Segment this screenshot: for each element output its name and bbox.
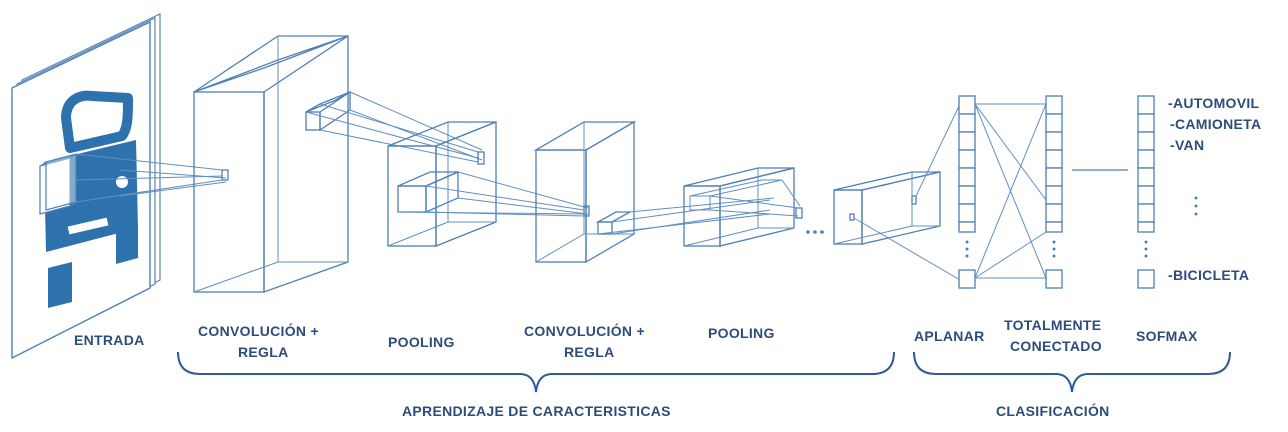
brace-feature-learning — [177, 351, 895, 393]
label-fc-line2: CONECTADO — [1010, 338, 1102, 354]
class-label-camioneta: -CAMIONETA — [1170, 116, 1261, 132]
conv2-to-pool2-lines — [597, 197, 775, 235]
label-entrada: ENTRADA — [74, 332, 145, 348]
label-feature-learning: APRENDIZAJE DE CARACTERISTICAS — [402, 403, 671, 419]
label-pool1: POOLING — [388, 334, 455, 350]
fc-connections — [974, 103, 1047, 279]
label-pool2: POOLING — [708, 325, 775, 341]
fc-column — [1045, 95, 1063, 289]
pool1-to-conv2-lines — [397, 171, 589, 217]
class-label-automovil: -AUTOMOVIL — [1168, 95, 1260, 111]
label-classification: CLASIFICACIÓN — [996, 402, 1110, 419]
label-conv1-line1: CONVOLUCIÓN + — [198, 322, 319, 339]
conv1-to-pool1-lines — [305, 91, 483, 163]
label-sofmax: SOFMAX — [1136, 328, 1198, 344]
conv1-block — [193, 34, 351, 293]
input-to-conv1-lines — [75, 153, 227, 203]
label-conv2-line1: CONVOLUCIÓN + — [524, 322, 645, 339]
label-aplanar: APLANAR — [914, 328, 985, 344]
class-ellipsis — [1194, 196, 1198, 216]
brace-classification — [913, 351, 1231, 393]
label-conv1-line2: REGLA — [238, 344, 289, 360]
class-label-van: -VAN — [1170, 137, 1204, 153]
flatten-column — [958, 95, 976, 289]
label-fc-line1: TOTALMENTE — [1004, 317, 1101, 333]
last-feature-block — [833, 103, 961, 281]
class-label-bicicleta: -BICICLETA — [1168, 267, 1249, 283]
input-image — [11, 13, 161, 360]
conv2-block — [533, 120, 637, 264]
pool1-block — [387, 121, 497, 247]
label-conv2-line2: REGLA — [564, 344, 615, 360]
ellipsis-dots — [806, 230, 824, 234]
softmax-column — [1137, 95, 1155, 289]
pool2-block — [683, 167, 803, 247]
